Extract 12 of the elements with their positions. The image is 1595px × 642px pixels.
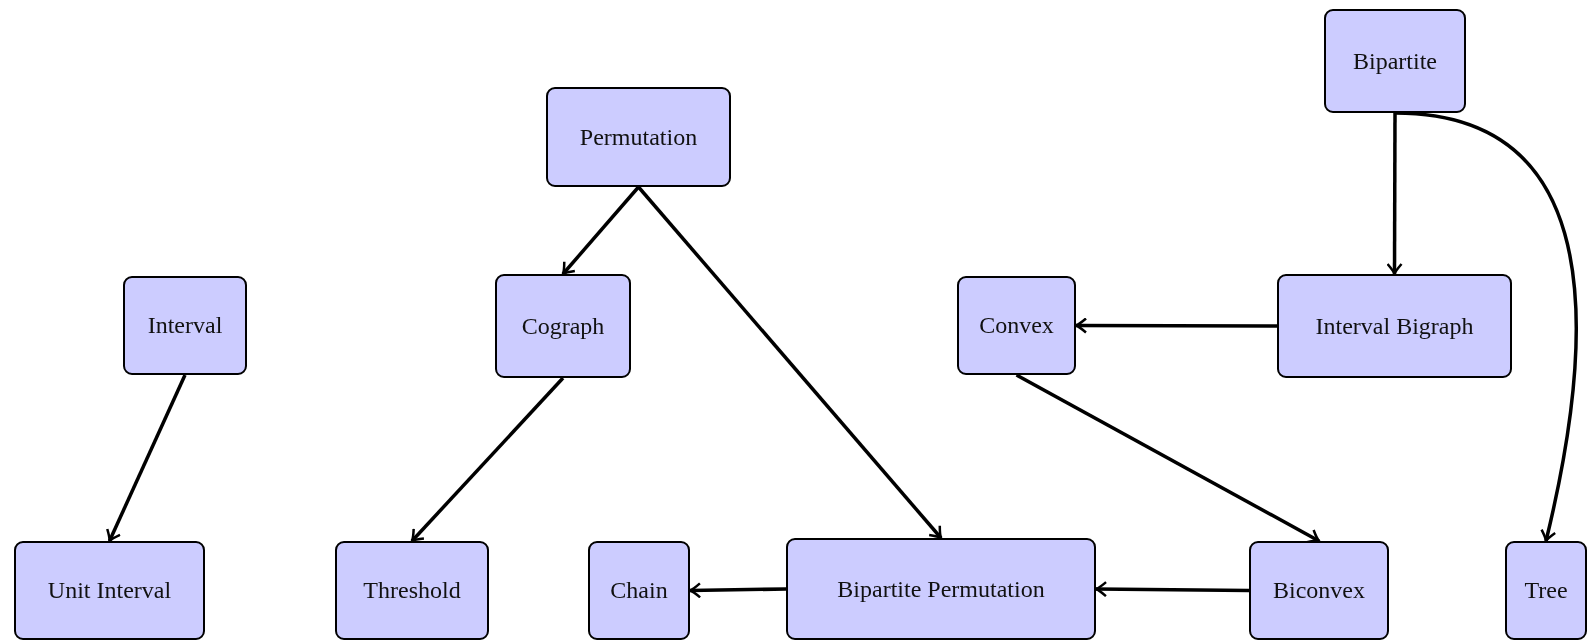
- graph-class-box: Interval Bigraph: [1277, 274, 1512, 378]
- graph-class-box: Unit Interval: [14, 541, 205, 640]
- graph-class-box: Chain: [588, 541, 690, 640]
- graph-class-box: Biconvex: [1249, 541, 1389, 640]
- graph-class-box: Convex: [957, 276, 1076, 375]
- graph-class-box: Bipartite Permutation: [786, 538, 1096, 640]
- graph-class-box: Bipartite: [1324, 9, 1466, 113]
- graph-class-box: Tree: [1505, 541, 1587, 640]
- graph-class-box: Interval: [123, 276, 247, 375]
- graph-class-box: Threshold: [335, 541, 489, 640]
- graph-class-box: Permutation: [546, 87, 731, 187]
- graph-class-box: Cograph: [495, 274, 631, 378]
